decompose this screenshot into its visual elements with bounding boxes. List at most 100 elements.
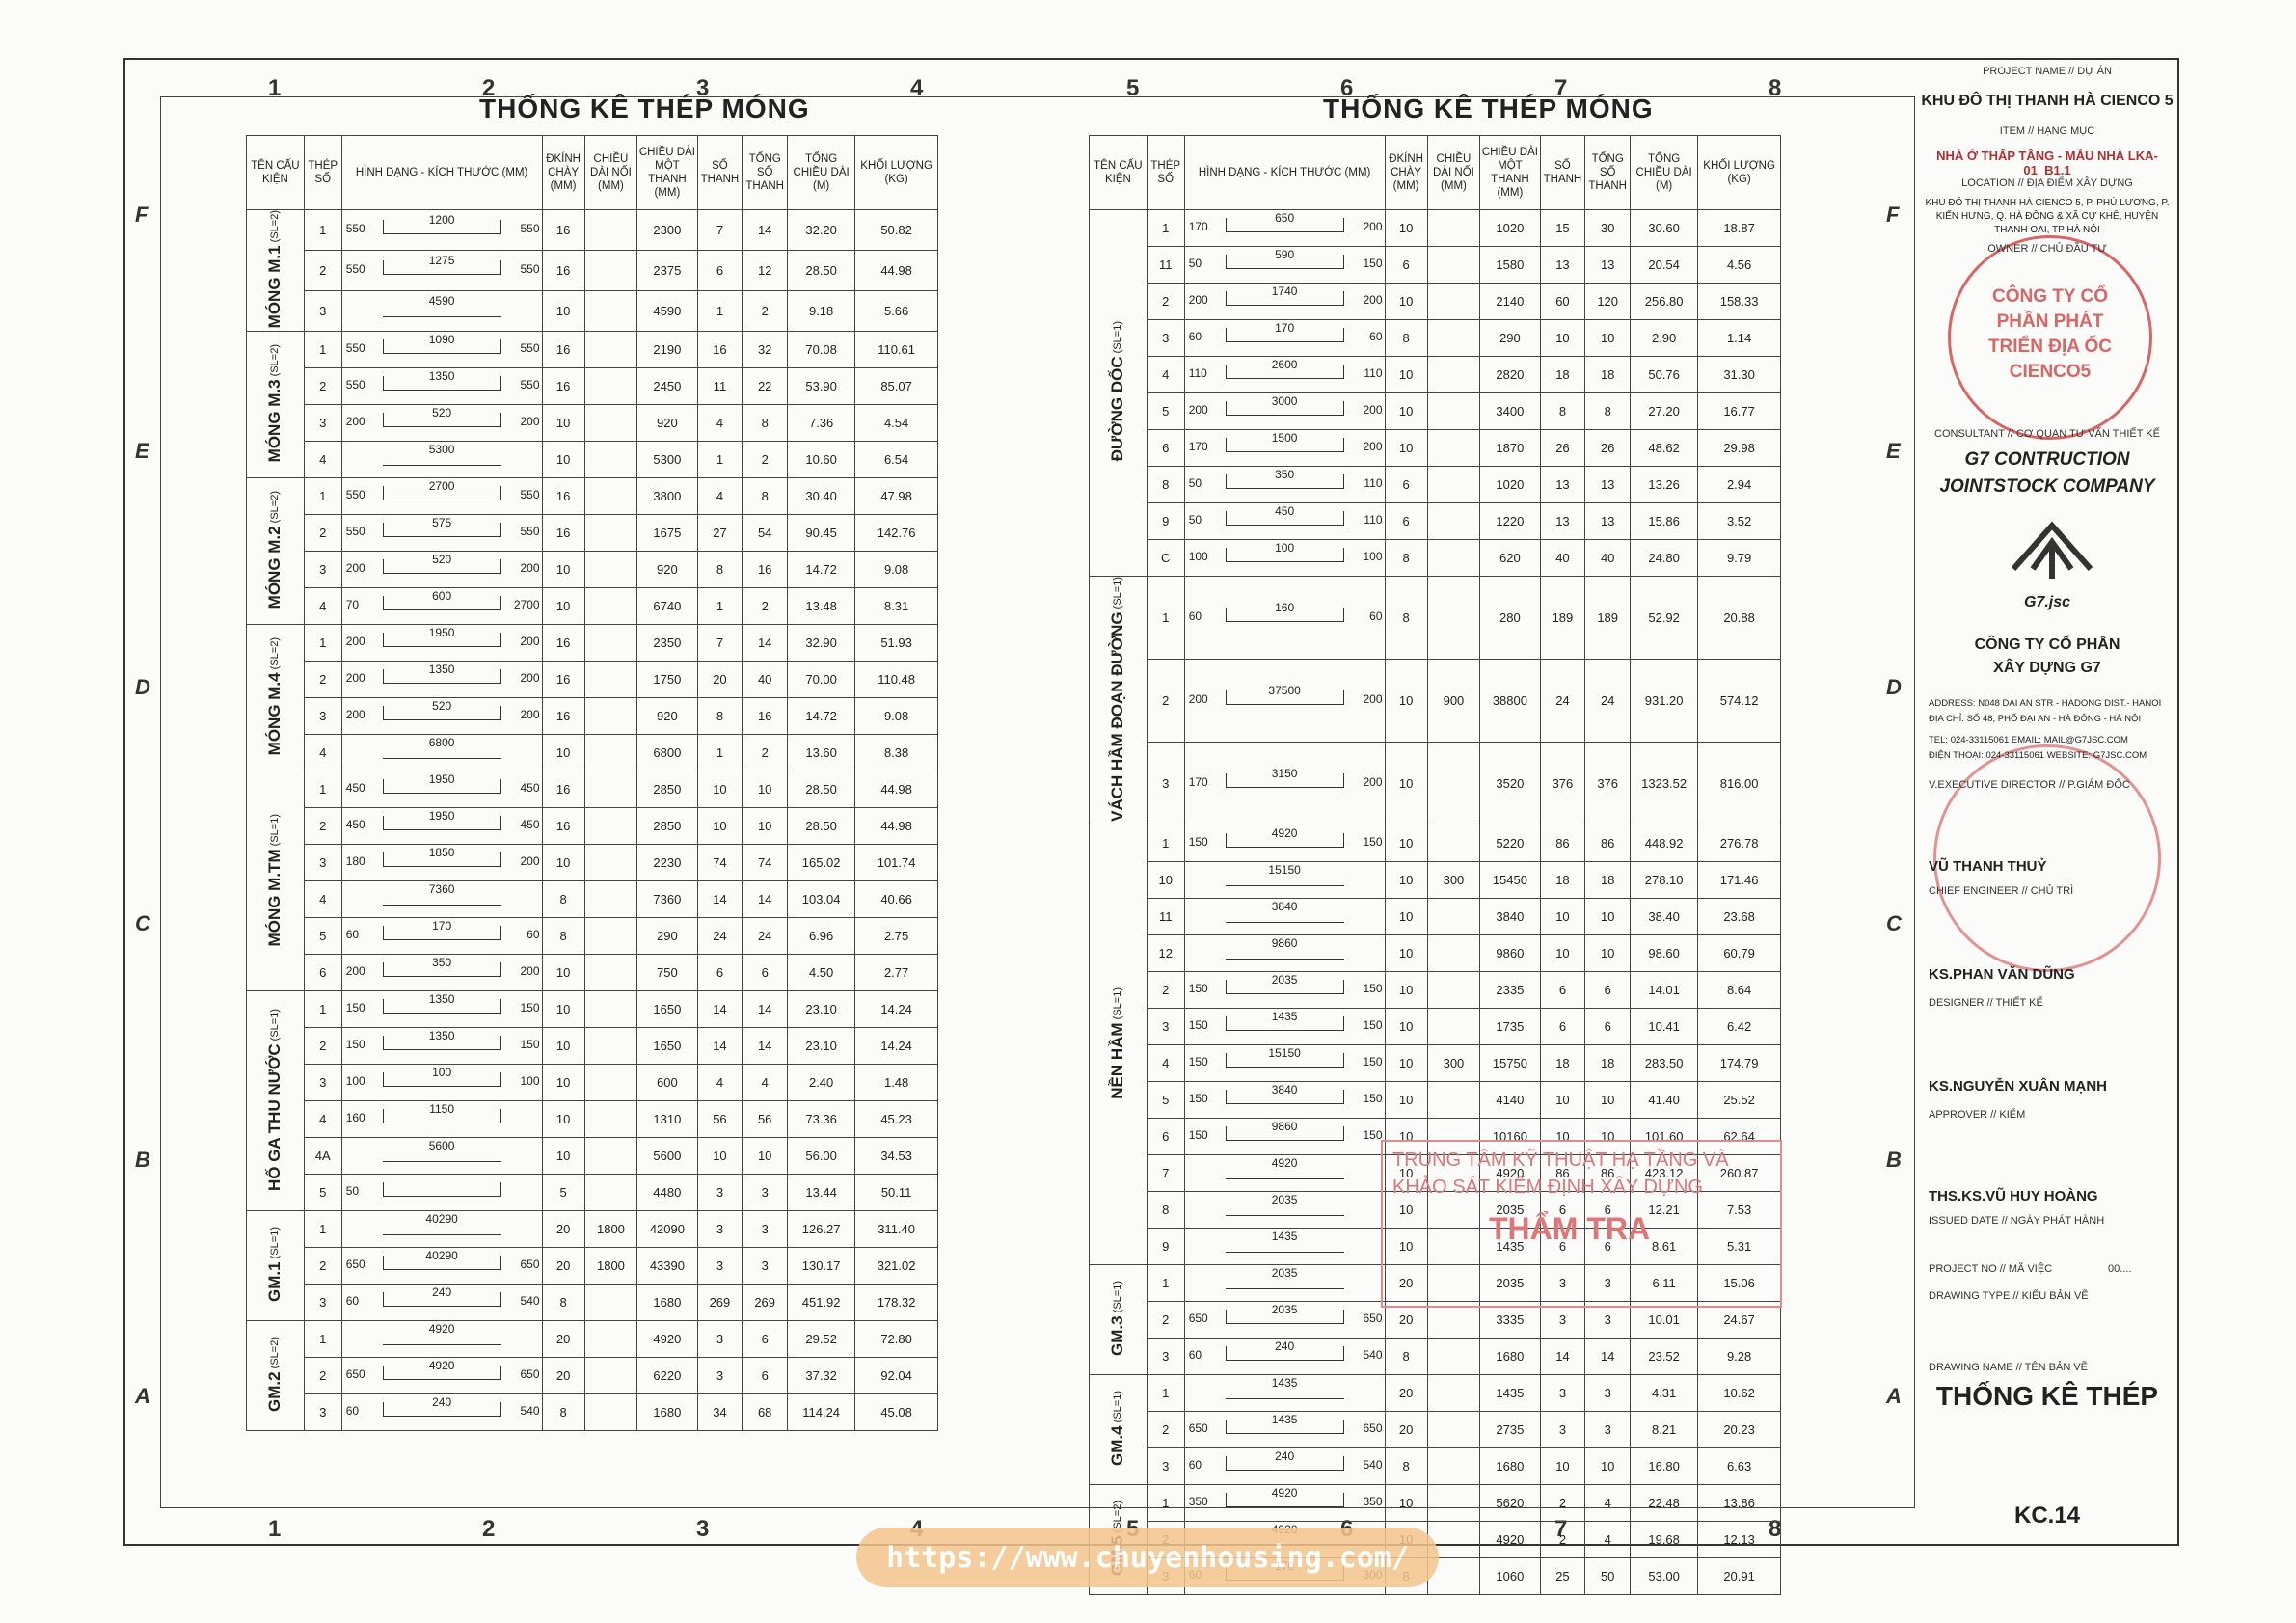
member-name: GM.2 (SL=2) [265,1337,284,1413]
bar-shape-line [382,779,501,795]
grid-col-label: 3 [696,75,710,101]
weight: 47.98 [854,477,938,516]
bar-dim-main: 240 [1275,1339,1295,1353]
member-name-cell: HỐ GA THU NƯỚC (SL=1) [246,990,305,1212]
lap-length [583,441,638,479]
bar-dim-left: 550 [345,262,365,277]
logo-text: G7.jsc [2023,594,2071,610]
diameter: 10 [1384,392,1428,430]
owner-stamp: CÔNG TY CỔ PHẦN PHÁT TRIỂN ĐỊA ỐC CIENCO… [1948,235,2152,440]
bar-count: 14 [696,1027,743,1066]
bar-length: 620 [1479,539,1541,577]
total-bars: 3 [742,1247,789,1285]
diameter: 10 [1384,970,1428,1009]
member-quantity: (SL=1) [269,1227,282,1262]
lap-length [583,514,638,553]
diameter: 10 [541,1064,585,1102]
bar-shape-line [1225,1177,1344,1179]
lap-length [583,734,638,772]
bar-number: 3 [303,1064,342,1102]
weight: 6.54 [854,441,938,479]
bar-dim-right: 200 [520,635,540,649]
bar-count: 86 [1539,824,1586,862]
bar-shape-cell: 6800 [340,734,543,772]
diameter: 16 [541,661,585,699]
bar-dim-right: 200 [1363,440,1383,453]
address-en: ADDRESS: N048 DAI AN STR - HADONG DIST.-… [1929,698,2162,709]
bar-length: 4140 [1479,1080,1541,1119]
bar-shape: 6800 [342,736,541,771]
weight: 14.24 [854,1027,938,1066]
watermark-url: https://www.chuyenhousing.com/ [886,1540,1409,1575]
bar-count: 14 [696,880,743,919]
diameter: 8 [541,917,585,956]
total-bars: 50 [1584,1556,1632,1595]
lap-length [1426,741,1481,825]
lap-length [583,1100,638,1139]
member-name: GM.3 (SL=1) [1108,1280,1127,1356]
bar-length: 920 [636,551,698,589]
bar-length: 1650 [636,990,698,1029]
lap-length [583,1027,638,1066]
total-bars: 18 [1584,860,1632,899]
member-quantity: (SL=1) [269,1008,282,1044]
bar-number: 2 [303,514,342,553]
total-bars: 18 [1584,1043,1632,1082]
total-bars: 4 [742,1064,789,1102]
bar-number: 2 [1146,283,1185,320]
bar-dim-main: 575 [432,516,452,530]
total-length: 90.45 [787,514,856,553]
bar-dim-main: 590 [1275,248,1295,261]
bar-dim-main: 100 [432,1066,452,1080]
bar-dim-left: 650 [1188,1311,1208,1325]
lap-length [583,1064,638,1102]
total-length: 6.11 [1630,1263,1699,1302]
bar-count: 8 [696,551,743,589]
bar-shape: 7360 [342,882,541,917]
bar-dim-left: 70 [345,598,360,612]
total-bars: 56 [742,1100,789,1139]
bar-count: 10 [1539,933,1586,972]
bar-shape-cell: 50 [340,1174,543,1212]
bar-dim-right: 200 [520,671,540,686]
bar-dim-right: 550 [520,378,540,392]
bar-count: 10 [1539,1080,1586,1119]
bar-dim-right: 650 [1363,1420,1383,1435]
bar-dim-main: 1090 [428,333,455,347]
bar-shape-line [382,376,501,392]
watermark-banner[interactable]: https://www.chuyenhousing.com/ [856,1528,1439,1587]
bar-dim-left: 200 [1188,403,1208,417]
weight: 31.30 [1697,356,1781,393]
total-length: 29.52 [787,1320,856,1359]
issued-label: ISSUED DATE // NGÀY PHÁT HÀNH [1929,1215,2105,1227]
bar-dim-left: 150 [345,1038,365,1052]
bar-number: 7 [1146,1153,1185,1192]
bar-shape-line [1225,511,1344,526]
bar-number: 3 [303,844,342,882]
bar-count: 27 [696,514,743,553]
lap-length [1426,319,1481,357]
total-bars: 10 [1584,319,1632,357]
bar-length: 1580 [1479,246,1541,284]
weight: 1.48 [854,1064,938,1102]
bar-dim-right: 100 [520,1074,540,1089]
lap-length [583,477,638,516]
